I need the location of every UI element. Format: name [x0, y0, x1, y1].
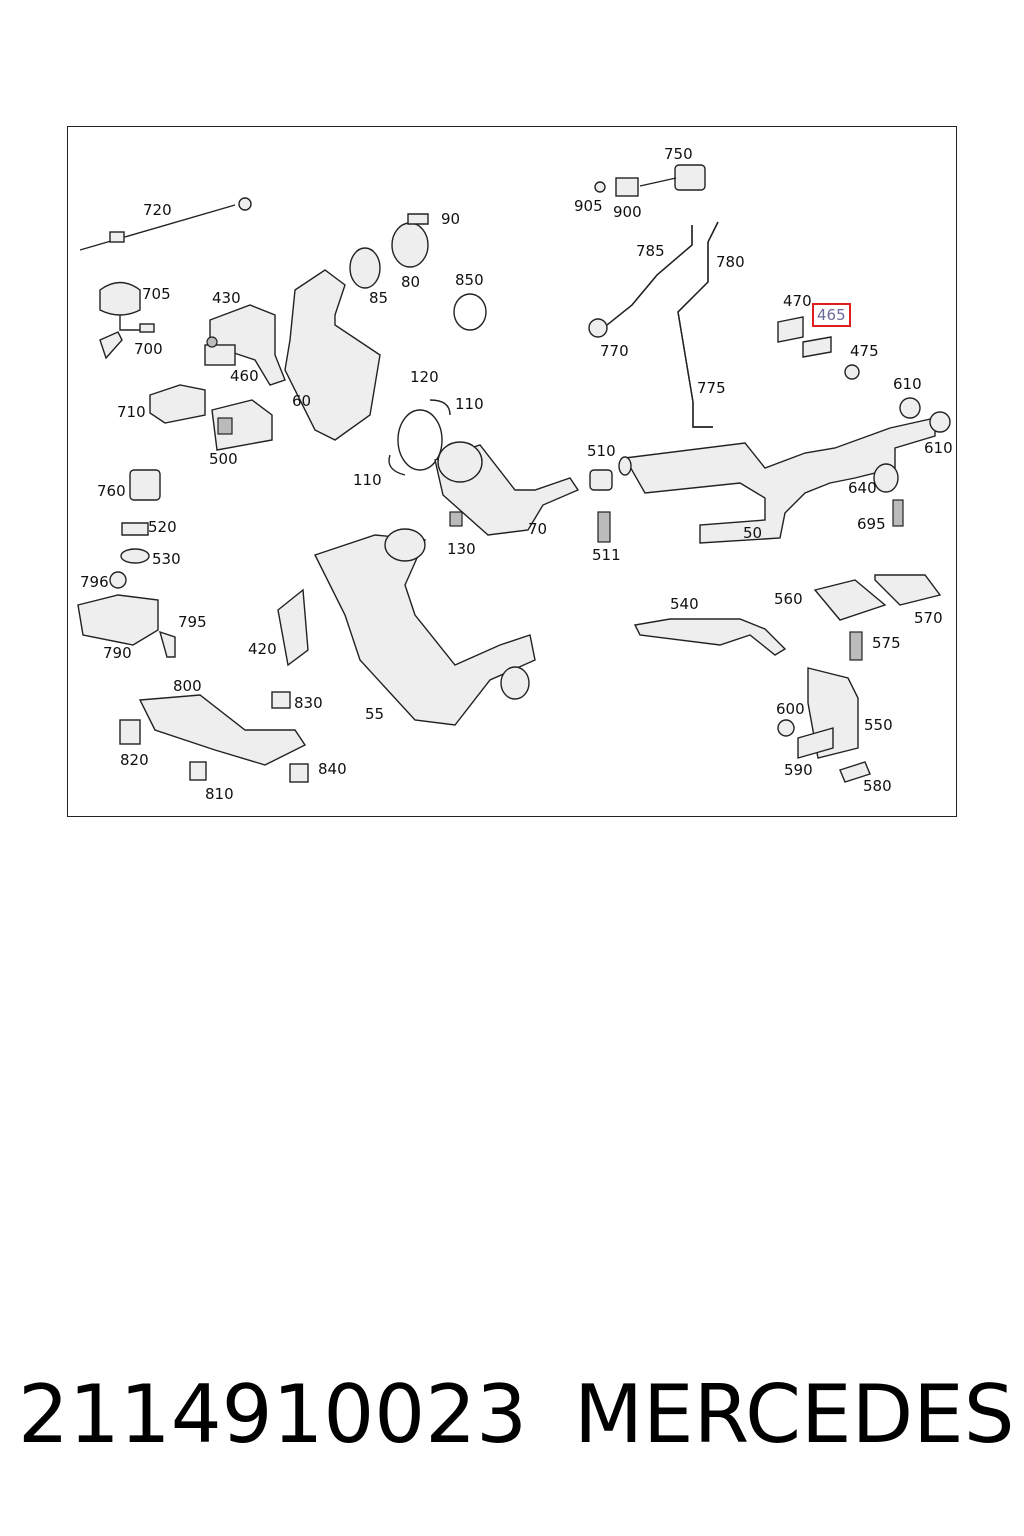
callout-720: 720: [143, 201, 172, 219]
callout-830: 830: [294, 694, 323, 712]
callout-900: 900: [613, 203, 642, 221]
callout-550: 550: [864, 716, 893, 734]
callout-110-lower: 110: [353, 471, 382, 489]
callout-905: 905: [574, 197, 603, 215]
callout-540: 540: [670, 595, 699, 613]
part-760-520-530-clamps: [120, 469, 161, 564]
callout-530: 530: [152, 550, 181, 568]
callout-460: 460: [230, 367, 259, 385]
callout-110-upper: 110: [455, 395, 484, 413]
callout-760: 760: [97, 482, 126, 500]
callout-80: 80: [401, 273, 421, 291]
part-60-converter: [284, 213, 487, 441]
callout-790: 790: [103, 644, 132, 662]
part-610-640-695: [873, 397, 951, 527]
callout-840: 840: [318, 760, 347, 778]
part-430-bracket: [204, 304, 286, 386]
part-770-785-pipes: [588, 221, 719, 428]
callout-570: 570: [914, 609, 943, 627]
callout-820: 820: [120, 751, 149, 769]
callout-850: 850: [455, 271, 484, 289]
part-540-560-brackets: [633, 574, 942, 661]
part-55-converter: [314, 528, 536, 726]
part-710-500: [149, 384, 273, 451]
callout-700: 700: [134, 340, 163, 358]
callout-510: 510: [587, 442, 616, 460]
callout-610-lower: 610: [924, 439, 953, 457]
callout-560: 560: [774, 590, 803, 608]
callout-775: 775: [697, 379, 726, 397]
part-120-110-rings: [388, 399, 451, 476]
callout-800: 800: [173, 677, 202, 695]
part-70-filter: [434, 441, 580, 536]
callout-465-highlighted[interactable]: 465: [812, 303, 851, 327]
callout-580: 580: [863, 777, 892, 795]
part-800-harness-bracket: [119, 691, 309, 783]
callout-90: 90: [441, 210, 461, 228]
callout-470: 470: [783, 292, 812, 310]
callout-575: 575: [872, 634, 901, 652]
callout-770: 770: [600, 342, 629, 360]
callout-500: 500: [209, 450, 238, 468]
part-420-plate: [277, 588, 309, 667]
callout-810: 810: [205, 785, 234, 803]
callout-520: 520: [148, 518, 177, 536]
callout-795: 795: [178, 613, 207, 631]
callout-511: 511: [592, 546, 621, 564]
callout-50: 50: [743, 524, 763, 542]
callout-785: 785: [636, 242, 665, 260]
callout-430: 430: [212, 289, 241, 307]
callout-55: 55: [365, 705, 385, 723]
callout-695: 695: [857, 515, 886, 533]
part-465-470-clip: [777, 316, 860, 380]
callout-130: 130: [447, 540, 476, 558]
callout-750: 750: [664, 145, 693, 163]
part-50-tailpipe: [589, 417, 936, 544]
callout-796: 796: [80, 573, 109, 591]
callout-610-upper: 610: [893, 375, 922, 393]
callout-475: 475: [850, 342, 879, 360]
callout-590: 590: [784, 761, 813, 779]
part-550-bracket: [777, 667, 871, 783]
brand-name: MERCEDES: [574, 1368, 1015, 1461]
part-750-pressure-sensor: [594, 164, 706, 197]
callout-705: 705: [142, 285, 171, 303]
part-number: 2114910023: [18, 1368, 527, 1461]
callout-85: 85: [369, 289, 389, 307]
callout-710: 710: [117, 403, 146, 421]
part-705-700-sensor: [99, 281, 155, 360]
callout-420: 420: [248, 640, 277, 658]
callout-120: 120: [410, 368, 439, 386]
callout-60: 60: [292, 392, 312, 410]
callout-70: 70: [528, 520, 548, 538]
part-720-sensor: [79, 197, 252, 251]
part-790-bracket: [77, 571, 176, 658]
callout-780: 780: [716, 253, 745, 271]
callout-600: 600: [776, 700, 805, 718]
callout-640: 640: [848, 479, 877, 497]
